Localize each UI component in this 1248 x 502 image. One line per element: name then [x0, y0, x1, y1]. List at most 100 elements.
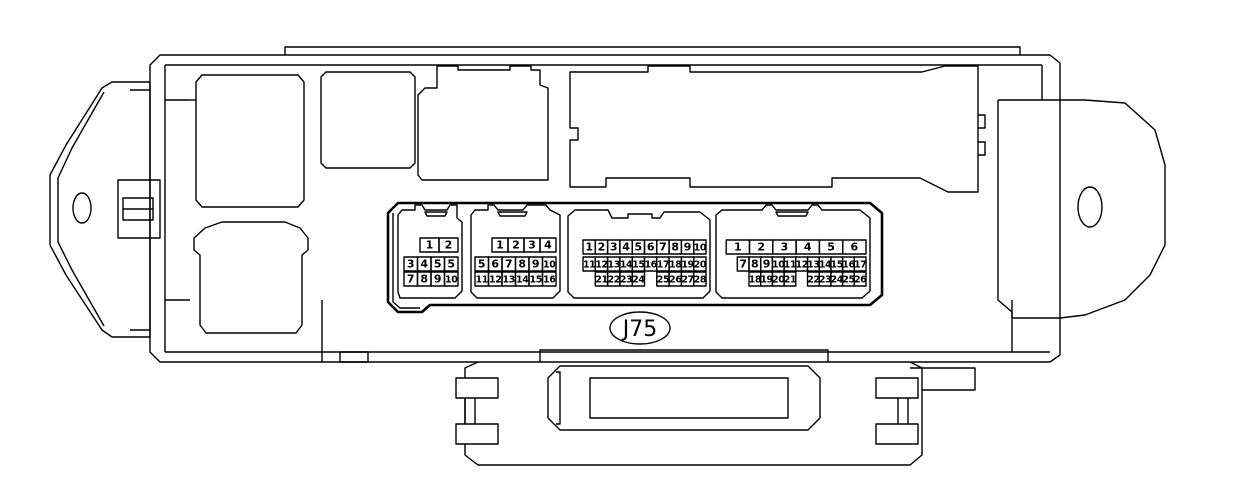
connector-c-pin-24: 24: [632, 275, 645, 286]
connector-b-pin-14: 14: [516, 275, 529, 286]
connector-a-pin-8: 8: [420, 273, 428, 286]
connector-a-pin-7: 7: [407, 273, 415, 286]
connector-d-pin-3: 3: [781, 241, 789, 254]
connector-c-pin-23: 23: [620, 275, 632, 286]
connector-d-pin-22: 22: [807, 275, 819, 286]
connector-b-pin-10: 10: [543, 260, 556, 271]
connector-d-pin-box: [806, 271, 820, 287]
main-housing: [149, 54, 1061, 363]
connector-pins: 2155431098743211098765161514131211109876…: [403, 237, 868, 287]
connector-d-pin-18: 18: [749, 275, 762, 286]
connector-d-pin-12: 12: [795, 260, 807, 271]
connector-b-pin-5: 5: [478, 258, 486, 271]
connector-c-pin-21: 21: [595, 275, 607, 286]
relay-cavity-1: [190, 74, 305, 208]
connector-d-pin-17: 17: [854, 260, 866, 271]
connector-c-pin-box: [582, 239, 597, 255]
connector-b-pin-13: 13: [503, 275, 515, 286]
connector-b-pin-9: 9: [532, 258, 540, 271]
connector-c-pin-1: 1: [585, 241, 593, 254]
connector-b-pin-7: 7: [505, 258, 513, 271]
bottom-small-tab: [339, 351, 369, 363]
connector-c-pin-11: 11: [583, 260, 595, 271]
connector-d-pin-8: 8: [751, 258, 759, 271]
connector-c-pin-22: 22: [608, 275, 620, 286]
connector-a-pin-5: 5: [447, 258, 455, 271]
connector-d-pin-4: 4: [804, 241, 812, 254]
connector-c-pin-15: 15: [632, 260, 644, 271]
connector-a-pin-5: 5: [434, 258, 442, 271]
connector-c-pin-box: [594, 271, 609, 287]
connector-c-pin-10: 10: [694, 243, 707, 254]
connector-d-pin-10: 10: [772, 260, 785, 271]
connector-c-pin-2: 2: [598, 241, 606, 254]
connector-d-pin-box: [736, 256, 750, 272]
connector-d-pin-6: 6: [851, 241, 859, 254]
connector-c-pin-7: 7: [659, 241, 667, 254]
connector-c-pin-8: 8: [671, 241, 679, 254]
connector-b-pin-box: [491, 237, 509, 253]
connector-c-pin-27: 27: [681, 275, 693, 286]
connector-a-pin-2: 2: [445, 239, 453, 252]
connector-c-pin-12: 12: [595, 260, 607, 271]
connector-c-pin-28: 28: [694, 275, 707, 286]
connector-c-pin-26: 26: [669, 275, 682, 286]
connector-b-pin-15: 15: [530, 275, 542, 286]
connector-c-pin-box: [656, 271, 670, 287]
connector-d-pin-15: 15: [831, 260, 843, 271]
connector-a-pin-1: 1: [426, 239, 434, 252]
right-mounting-ear: [997, 99, 1166, 319]
connector-c-pin-25: 25: [657, 275, 669, 286]
connector-d-housing: [715, 204, 871, 299]
connector-d-pin-25: 25: [842, 275, 854, 286]
connector-d-pin-1: 1: [734, 241, 742, 254]
connector-c-pin-3: 3: [610, 241, 618, 254]
connector-b-pin-4: 4: [544, 239, 552, 252]
connector-b-pin-box: [474, 271, 490, 287]
connector-c-housing: [567, 209, 711, 299]
connector-b-pin-3: 3: [528, 239, 536, 252]
connector-d-pin-9: 9: [763, 258, 771, 271]
connector-c-pin-18: 18: [669, 260, 682, 271]
connector-b-pin-8: 8: [518, 258, 526, 271]
connector-a-pin-box: [419, 237, 440, 253]
relay-cavity-4: [193, 221, 309, 334]
connector-a-pin-box: [403, 256, 419, 272]
connector-c-pin-13: 13: [608, 260, 620, 271]
connector-d-pin-14: 14: [819, 260, 832, 271]
bottom-connector-housing: [455, 349, 976, 466]
connector-c-pin-16: 16: [644, 260, 657, 271]
connector-b-housing: [470, 204, 561, 299]
relay-cavity-3: [417, 65, 549, 181]
fuse-cavity-long: [569, 65, 986, 193]
connector-c-pin-box: [582, 256, 597, 272]
connector-a-pin-9: 9: [434, 273, 442, 286]
connector-c-pin-20: 20: [694, 260, 707, 271]
connector-d-pin-box: [725, 239, 751, 255]
connector-b-pin-12: 12: [489, 275, 501, 286]
connector-a-pin-3: 3: [407, 258, 415, 271]
connector-b-pin-11: 11: [476, 275, 488, 286]
connector-c-pin-4: 4: [622, 241, 630, 254]
connector-d-pin-box: [748, 271, 762, 287]
connector-d-pin-11: 11: [784, 260, 796, 271]
connector-b-pin-2: 2: [512, 239, 520, 252]
connector-b-pin-box: [474, 256, 490, 272]
connector-c-pin-14: 14: [620, 260, 633, 271]
connector-b-pin-6: 6: [491, 258, 499, 271]
connector-d-pin-7: 7: [739, 258, 747, 271]
connector-c-pin-9: 9: [684, 241, 692, 254]
connector-label: J75: [609, 311, 671, 345]
connector-d-pin-13: 13: [807, 260, 819, 271]
connector-d-pin-21: 21: [784, 275, 796, 286]
connector-d-pin-5: 5: [827, 241, 835, 254]
relay-cavity-2: [320, 71, 416, 169]
connector-panel: [386, 201, 884, 314]
connector-d-pin-20: 20: [772, 275, 785, 286]
left-side-clip: [117, 179, 161, 239]
connector-b-pin-1: 1: [496, 239, 504, 252]
connector-d-pin-16: 16: [842, 260, 855, 271]
connector-a-pin-4: 4: [420, 258, 428, 271]
connector-c-pin-19: 19: [681, 260, 693, 271]
